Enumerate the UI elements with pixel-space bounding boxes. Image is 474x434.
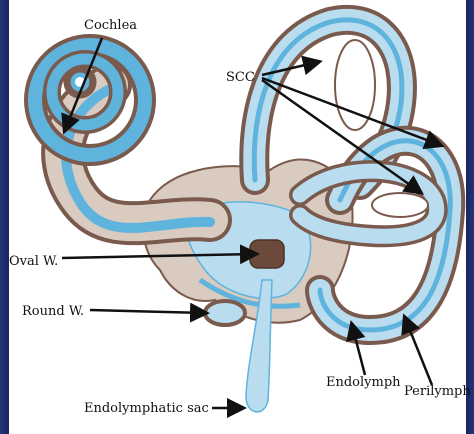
scc-lateral-hole bbox=[372, 193, 428, 217]
oval-window bbox=[250, 240, 284, 268]
round-window-arrow bbox=[90, 310, 205, 313]
scc-superior-hole bbox=[335, 40, 375, 130]
scc-label: SCC bbox=[226, 70, 255, 85]
endolymphatic-sac-label: Endolymphatic sac bbox=[84, 401, 209, 416]
endolymph-label: Endolymph bbox=[326, 375, 401, 390]
oval-window-label: Oval W. bbox=[9, 254, 58, 269]
round-window-label: Round W. bbox=[22, 304, 84, 319]
perilymph-label: Perilymph bbox=[404, 384, 471, 399]
cochlea-label: Cochlea bbox=[84, 18, 137, 33]
round-window bbox=[205, 301, 245, 325]
